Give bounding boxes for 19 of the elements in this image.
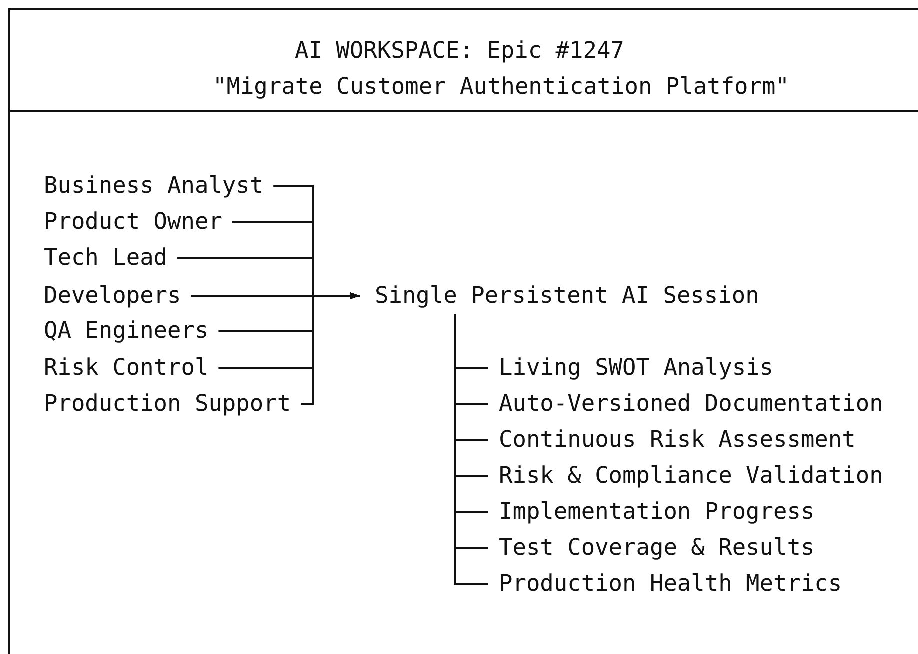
arrow — [301, 292, 360, 405]
output-label: Test Coverage & Results — [488, 530, 815, 566]
output-label: Risk & Compliance Validation — [488, 458, 884, 494]
role-label: Business Analyst — [44, 168, 264, 204]
output-label: Auto-Versioned Documentation — [488, 386, 884, 422]
output-label: Implementation Progress — [488, 494, 815, 530]
role-label: Production Support — [44, 386, 292, 422]
role-label: Tech Lead — [44, 240, 168, 276]
role-label: Risk Control — [44, 350, 209, 386]
role-label: Product Owner — [44, 204, 222, 240]
output-label: Living SWOT Analysis — [488, 350, 774, 386]
subtitle-text: "Migrate Customer Authentication Platform" — [213, 73, 790, 102]
title-text: AI WORKSPACE: Epic #1247 — [295, 37, 624, 66]
session-label: Single Persistent AI Session — [360, 278, 760, 314]
role-label: QA Engineers — [44, 313, 209, 349]
output-label: Production Health Metrics — [488, 566, 842, 602]
role-label: Developers — [44, 278, 182, 314]
output-label: Continuous Risk Assessment — [488, 422, 856, 458]
header-box — [8, 8, 918, 112]
